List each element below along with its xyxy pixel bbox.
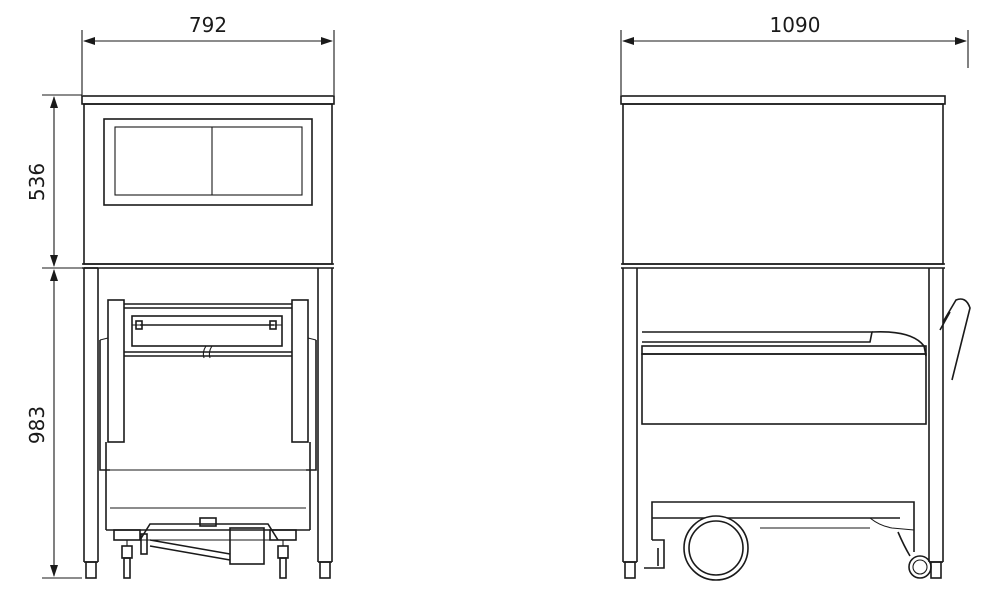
side-depth-label: 1090	[770, 13, 821, 37]
front-height-dimensions: 536 983	[25, 94, 82, 579]
front-bin-body	[81, 95, 335, 269]
front-stand	[83, 267, 333, 579]
stand-height-label: 983	[25, 406, 49, 444]
front-view: 792 536 983	[25, 13, 335, 579]
side-bin-body	[620, 95, 946, 269]
front-width-dimension: 792	[81, 13, 335, 95]
front-ice-cart	[99, 299, 317, 579]
side-depth-dimension: 1090	[620, 13, 969, 95]
bin-height-label: 536	[25, 163, 49, 201]
side-stand	[622, 268, 944, 579]
side-ice-cart	[641, 298, 971, 581]
side-view: 1090	[620, 13, 971, 581]
front-width-label: 792	[189, 13, 227, 37]
